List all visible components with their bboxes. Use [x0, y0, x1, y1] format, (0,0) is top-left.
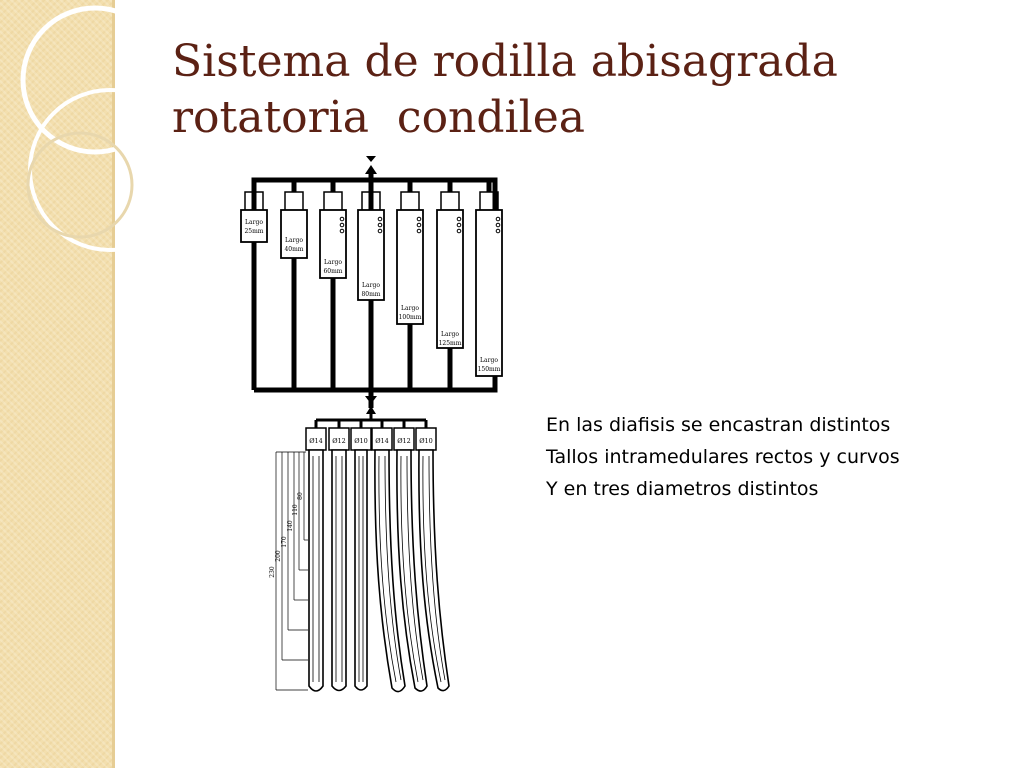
extension-60mm: Largo 60mm — [319, 191, 347, 279]
curved-stems — [374, 449, 450, 693]
length-mark: 80 — [297, 492, 304, 500]
title-line-2: rotatoria condilea — [172, 92, 585, 143]
deco-circle-large — [20, 5, 170, 155]
body-line-3: Y en tres diametros distintos — [546, 478, 819, 500]
extension-size: 80mm — [361, 291, 380, 298]
body-line-2: Tallos intramedulares rectos y curvos — [546, 446, 900, 468]
manifold-arrow — [366, 406, 376, 414]
straight-stem-inner-lines — [312, 456, 364, 682]
extension-150mm: Largo 150mm — [475, 191, 503, 377]
extension-40mm: Largo 40mm — [280, 191, 308, 259]
extension-size: 100mm — [399, 314, 422, 321]
title-line-1: Sistema de rodilla abisagrada — [172, 36, 838, 87]
extension-label: Largo — [245, 219, 263, 226]
stem-diameter-label: Ø10 — [419, 437, 433, 445]
stem-diameter-label: Ø14 — [309, 437, 323, 445]
frame-arrow-down — [365, 396, 377, 404]
extension-size: 40mm — [284, 246, 303, 253]
hole-markers — [339, 216, 501, 234]
extension-size: 25mm — [244, 228, 263, 235]
stem-headers — [305, 427, 437, 451]
length-mark: 170 — [281, 536, 288, 548]
length-dimension-lines — [275, 451, 308, 691]
extension-label: Largo — [441, 331, 459, 338]
slide-title: Sistema de rodilla abisagrada rotatoria … — [172, 34, 872, 146]
frame-arrow-up — [365, 165, 377, 174]
straight-stem-10 — [354, 449, 368, 691]
length-mark: 200 — [275, 550, 282, 562]
deco-circle-small — [26, 131, 134, 239]
extension-125mm: Largo 125mm — [436, 191, 464, 349]
extension-frame — [251, 172, 498, 408]
length-mark: 110 — [292, 504, 299, 516]
extension-label: Largo — [285, 237, 303, 244]
curved-stem-14 — [374, 449, 406, 693]
straight-stem-14 — [308, 449, 324, 692]
curved-stem-12 — [396, 449, 428, 692]
length-mark: 230 — [269, 566, 276, 578]
knee-system-diagram: Largo 25mm Largo 40mm Largo 60mm Largo 8… — [240, 156, 503, 693]
extension-label: Largo — [362, 282, 380, 289]
length-mark: 140 — [287, 520, 294, 532]
extension-label: Largo — [324, 259, 342, 266]
extension-100mm: Largo 100mm — [396, 191, 424, 325]
extension-label: Largo — [401, 305, 419, 312]
decorative-circles — [20, 5, 180, 252]
stem-diameter-label: Ø14 — [375, 437, 389, 445]
straight-stem-12 — [331, 449, 347, 692]
extension-size: 150mm — [478, 366, 501, 373]
stem-diameter-label: Ø12 — [332, 437, 346, 445]
extension-size: 125mm — [439, 340, 462, 347]
straight-stems — [308, 449, 368, 692]
top-marker-arrow — [366, 156, 376, 162]
curved-stem-10 — [418, 449, 450, 692]
extension-80mm: Largo 80mm — [357, 191, 385, 301]
stem-diameter-label: Ø10 — [354, 437, 368, 445]
curved-stem-inner-lines — [378, 455, 446, 683]
body-line-1: En las diafisis se encastran distintos — [546, 414, 891, 436]
stem-diameter-label: Ø12 — [397, 437, 411, 445]
decorative-side-band — [0, 0, 115, 768]
extension-size: 60mm — [323, 268, 342, 275]
stem-manifold — [314, 408, 428, 428]
extension-label: Largo — [480, 357, 498, 364]
body-text: En las diafisis se encastran distintos T… — [546, 409, 900, 505]
extension-25mm: Largo 25mm — [240, 191, 268, 243]
